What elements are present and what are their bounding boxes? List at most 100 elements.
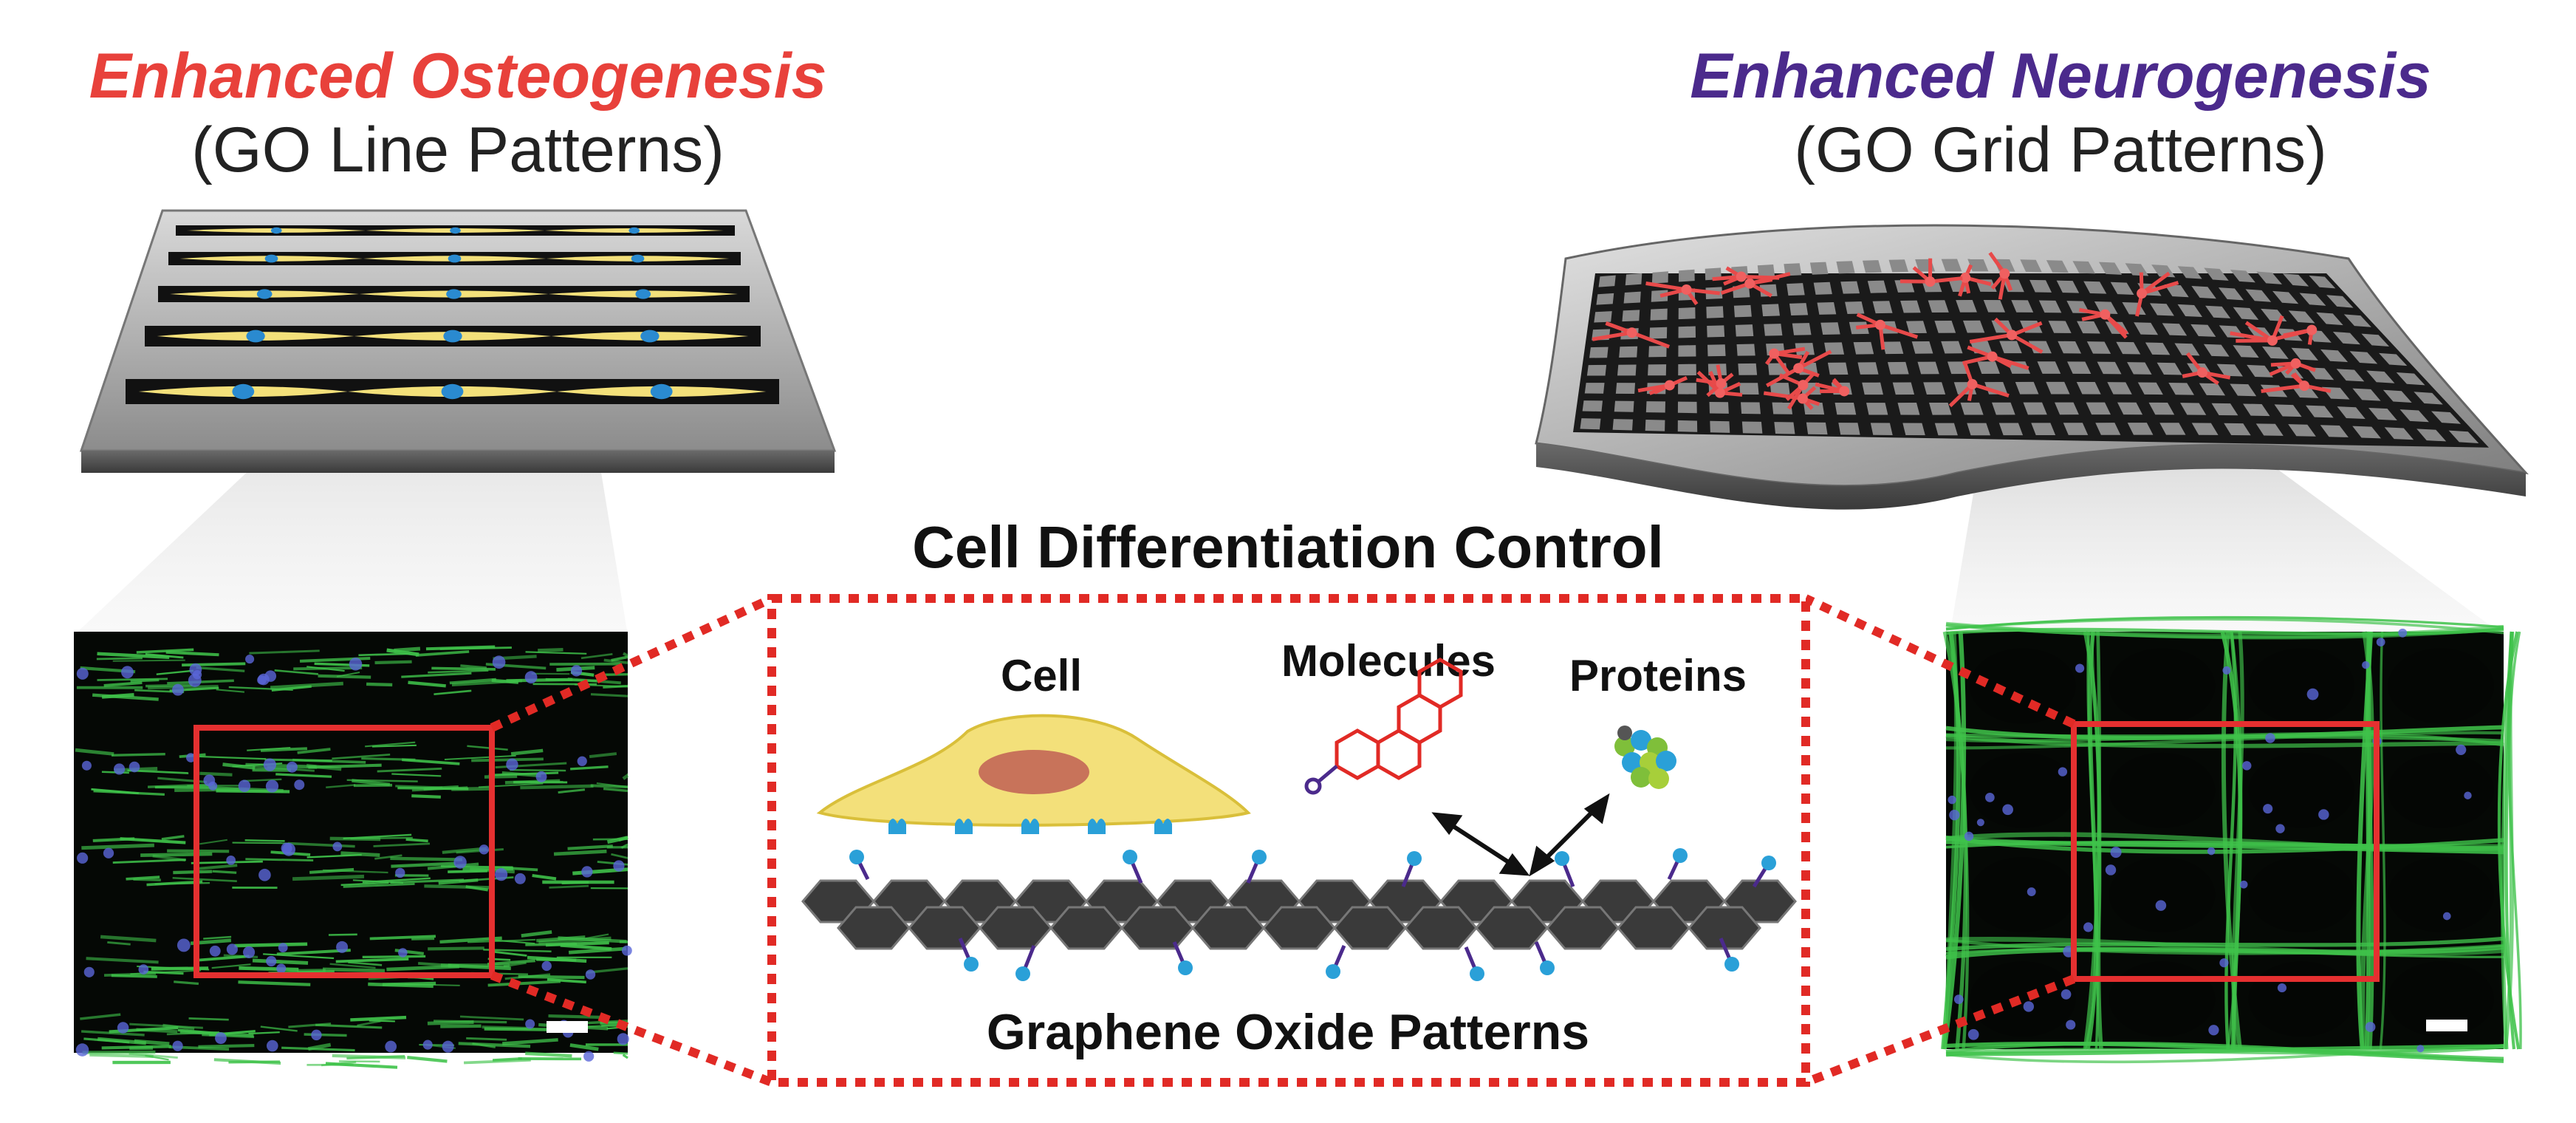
grid-cell (2384, 427, 2414, 440)
grid-cell (2261, 346, 2289, 359)
grid-cell (1902, 423, 1925, 436)
grid-cell (1757, 264, 1775, 278)
grid-cell (2255, 423, 2284, 436)
grid-cell (1623, 291, 1641, 304)
grid-cell (1770, 383, 1790, 395)
grid-cell (2116, 341, 2141, 355)
proteins-label: Proteins (1569, 651, 1747, 700)
grid-cell (2337, 406, 2366, 420)
neuron-cell (2078, 307, 2128, 339)
neuron-cell (1637, 376, 1688, 395)
neuron-cell (1855, 313, 1919, 350)
molecules-label: Molecules (1281, 636, 1496, 686)
grid-cell (2159, 423, 2186, 435)
grid-cell (2379, 352, 2408, 366)
grid-cell (1741, 402, 1761, 414)
grid-cell (2077, 321, 2100, 334)
grid-cell (2174, 343, 2200, 356)
grid-cell (1735, 324, 1754, 337)
grid-cell (2282, 273, 2309, 287)
grid-cell (2431, 411, 2462, 424)
grid-cell (1888, 259, 1908, 273)
grid-cell (1598, 275, 1616, 287)
grid-cell (1678, 345, 1696, 357)
grid-cell (1999, 341, 2022, 354)
grid-cell (1619, 346, 1638, 358)
grid-cell (1678, 326, 1696, 338)
grid-cell (2230, 269, 2255, 283)
functional-group (1470, 966, 1484, 981)
grid-cell (1905, 321, 1928, 334)
grid-cell (2288, 310, 2315, 324)
grid-cell (1789, 303, 1809, 315)
grid-cell (1707, 344, 1726, 357)
grid-cell (2272, 290, 2299, 304)
functional-group (1407, 851, 1422, 866)
grid-cell (2164, 284, 2189, 298)
grid-cell (1612, 419, 1633, 431)
grid-cell (2099, 262, 2123, 275)
grid-cell (1648, 364, 1667, 376)
grid-cell (1857, 362, 1879, 375)
grid-cell (1649, 327, 1668, 339)
functional-group (1015, 966, 1030, 981)
right-highlight-box (2071, 721, 2380, 982)
grid-cell (2191, 423, 2219, 435)
grid-cell (1582, 400, 1603, 412)
grid-cell (1845, 301, 1865, 314)
neuron-cell (1766, 349, 1832, 388)
neuron-cell (2261, 372, 2332, 394)
grid-cell (2224, 423, 2251, 436)
grid-cell (2233, 345, 2259, 358)
grid-cell (1584, 383, 1605, 394)
neuron-cell (1958, 264, 1992, 297)
grid-cell (2127, 362, 2152, 375)
grid-cell (2097, 361, 2122, 375)
grid-cell (2127, 423, 2154, 435)
grid-cell (1707, 325, 1725, 338)
neuron-cell (1969, 317, 2044, 354)
functional-group (1673, 848, 1688, 863)
grid-cell (2046, 381, 2070, 395)
grid-cell (1866, 403, 1888, 415)
grid-cell (1934, 423, 1958, 436)
grid-cell (1962, 320, 1985, 333)
grid-cell (2117, 402, 2143, 415)
functional-group (849, 850, 864, 864)
cell-nucleus-dot (640, 330, 660, 343)
neuron-cell (1778, 372, 1816, 410)
cell-nucleus-dot (246, 330, 265, 343)
neurogenesis-title: Enhanced Neurogenesis (1690, 41, 2431, 112)
grid-cell (2137, 382, 2163, 395)
grid-cell (1892, 382, 1915, 395)
grid-cell (1580, 418, 1601, 430)
molecule-illustration (1304, 658, 1463, 795)
neuron-cell (1815, 378, 1850, 397)
grid-cell (1934, 320, 1956, 333)
cell-nucleus-dot (631, 254, 645, 263)
grid-cell (1678, 363, 1696, 376)
cell-nucleus-dot (256, 289, 273, 299)
grid-cell (1862, 382, 1883, 395)
grid-cell (2048, 321, 2072, 333)
functional-group (1178, 960, 1193, 975)
grid-cell (2320, 349, 2349, 363)
cell-illustration (816, 714, 1251, 834)
grid-cell (2180, 403, 2207, 415)
neurogenesis-micrograph (1941, 615, 2522, 1064)
grid-cell (1615, 383, 1636, 395)
grid-cell (2083, 281, 2107, 294)
neuron-cell (1645, 281, 1721, 306)
grid-cell (1817, 302, 1837, 315)
grid-cell (2015, 381, 2039, 395)
grid-cell (1622, 310, 1640, 322)
grid-cell (1736, 344, 1755, 356)
go-line-stripes (126, 225, 779, 404)
grid-cell (1614, 400, 1634, 412)
cell-nucleus-dot (270, 227, 282, 234)
grid-cell (1813, 281, 1832, 295)
grid-cell (1648, 345, 1667, 358)
grid-cell (1967, 423, 1990, 436)
neuron-cell (2230, 315, 2284, 346)
